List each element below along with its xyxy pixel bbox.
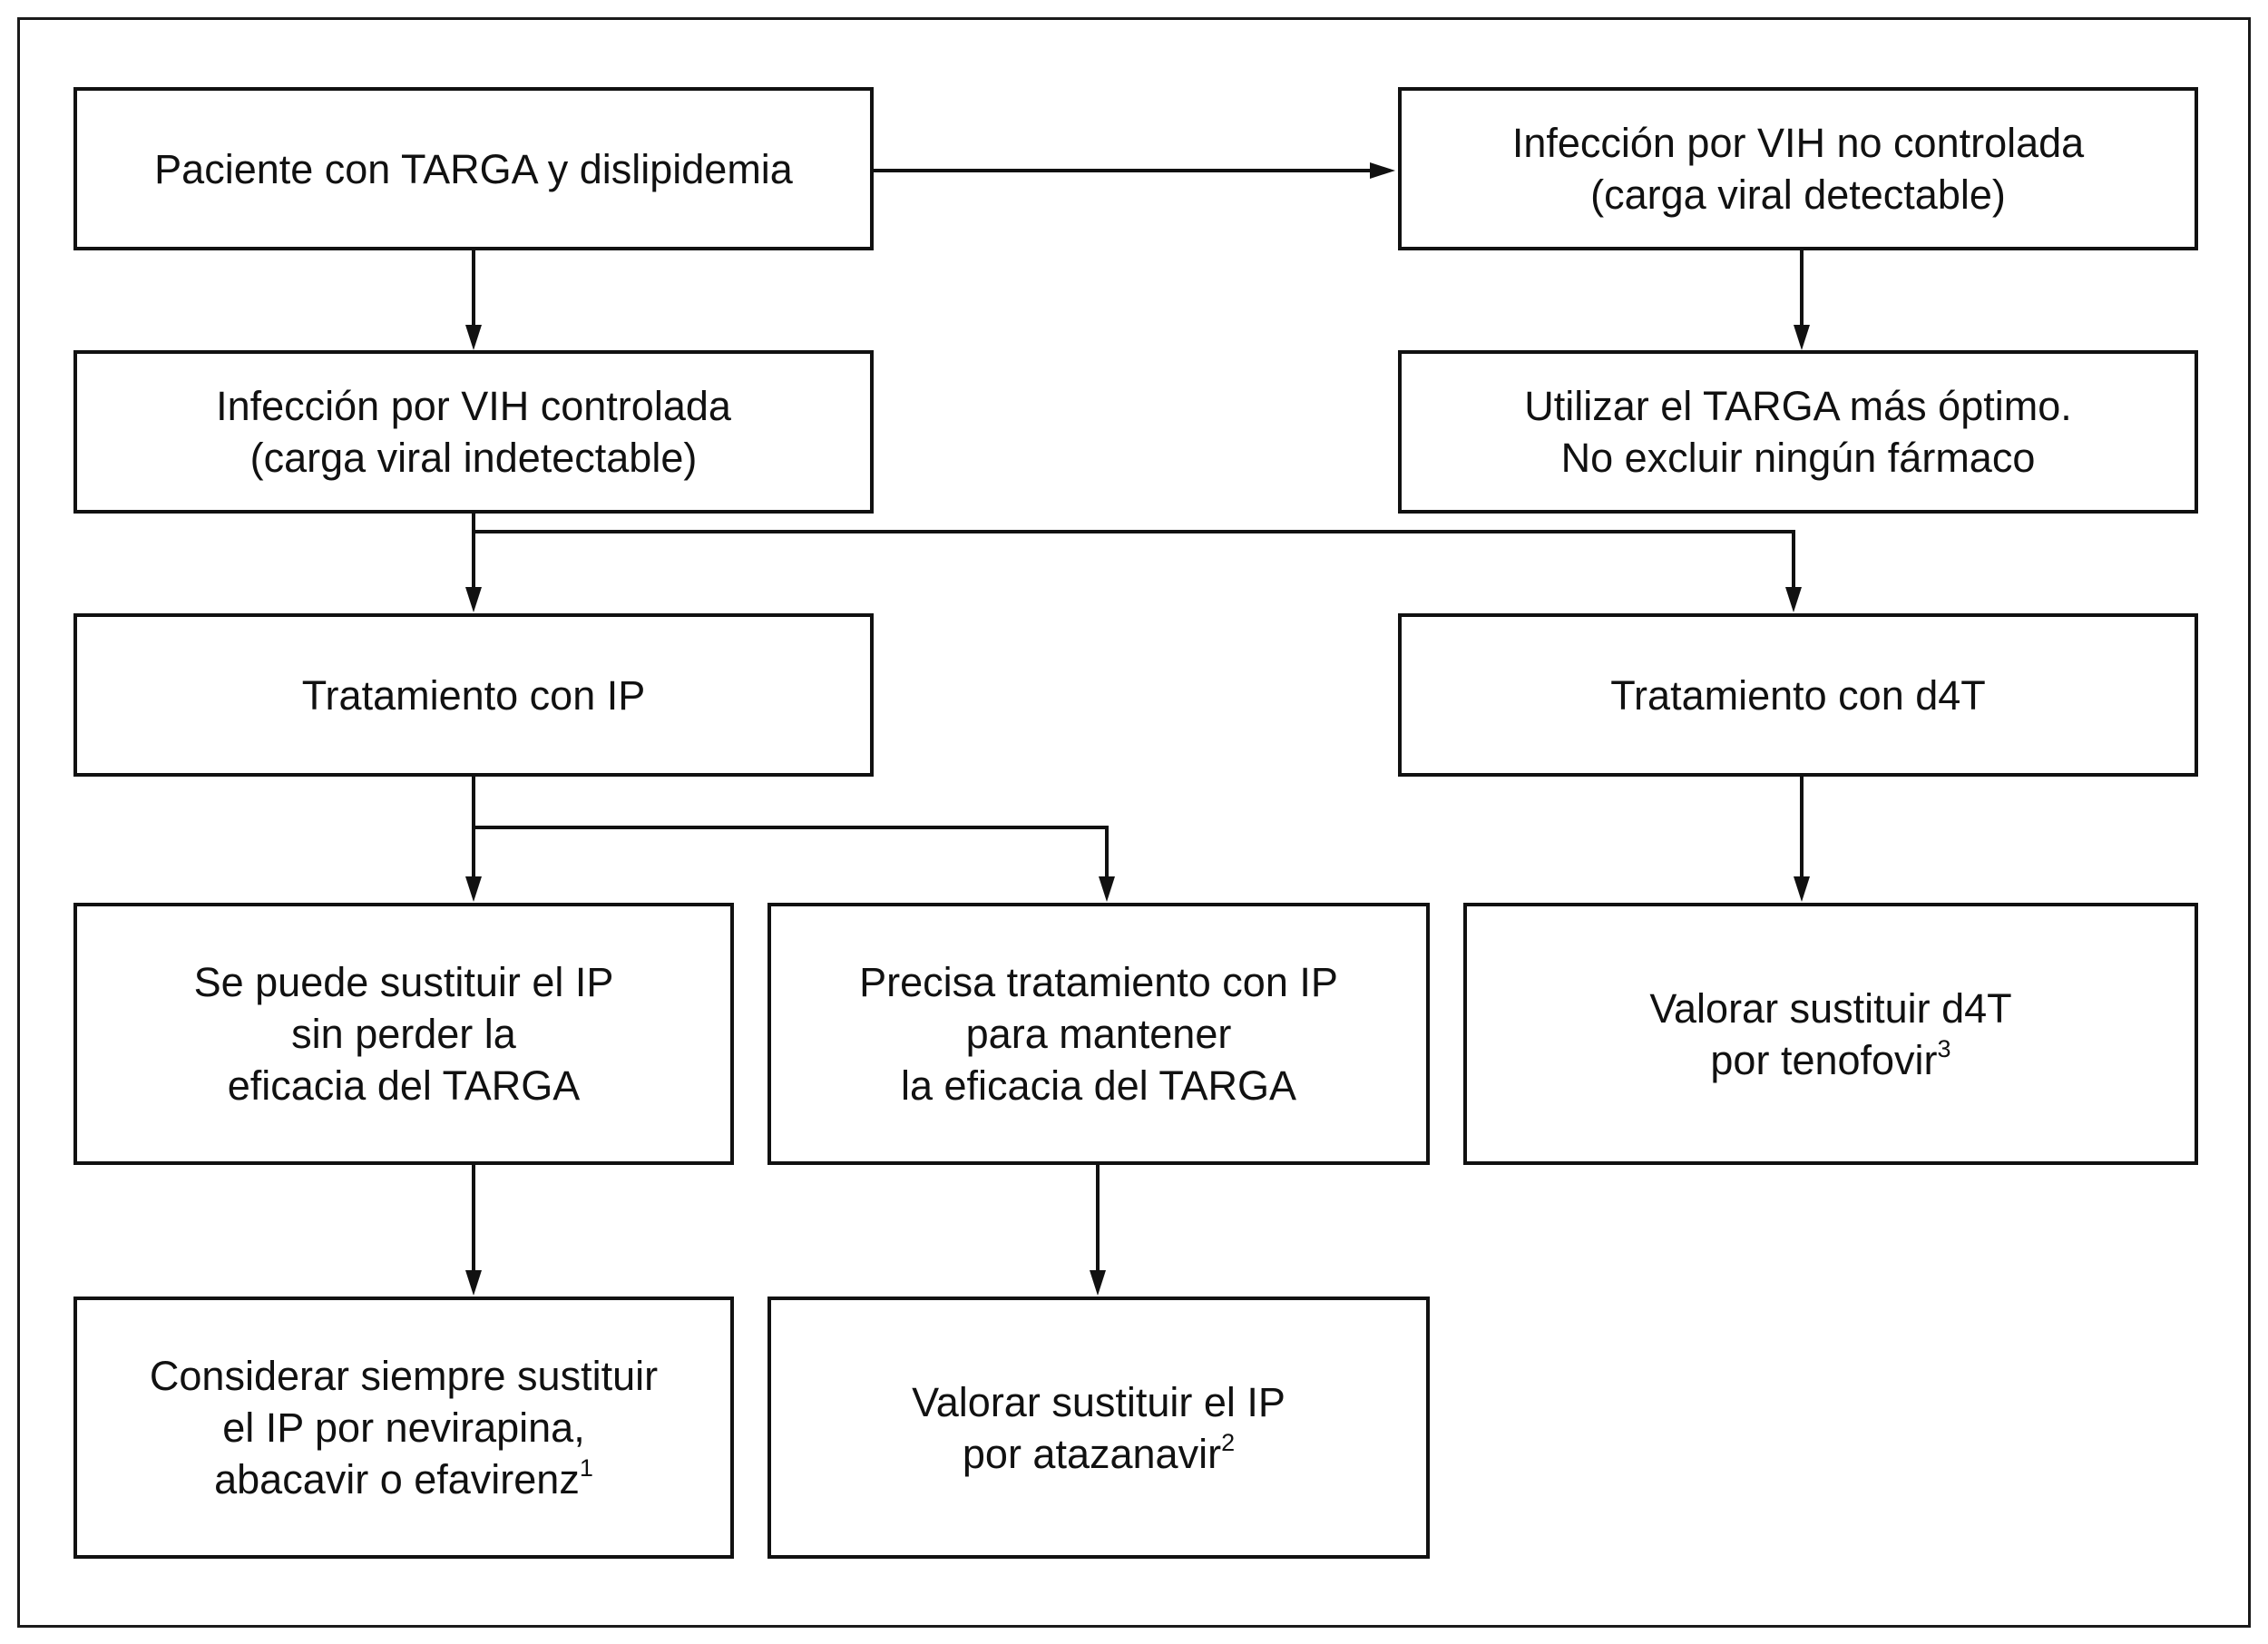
box-uncontrolled-infection: Infección por VIH no controlada (carga v… [1398, 87, 2198, 250]
arrowhead-tenofovir [1794, 876, 1810, 902]
box-uncontrolled-infection-text: Infección por VIH no controlada (carga v… [1511, 120, 2085, 218]
box-patient: Paciente con TARGA y dislipidemia [73, 87, 874, 250]
arrow-controlled-to-d4t [474, 530, 1795, 591]
box-optimal-targa-text: Utilizar el TARGA más óptimo. No excluir… [1524, 383, 2072, 481]
box-atazanavir: Valorar sustituir el IP por atazanavir2 [767, 1297, 1430, 1559]
box-ip-treatment: Tratamiento con IP [73, 613, 874, 777]
box-nevirapine: Considerar siempre sustituir el IP por n… [73, 1297, 734, 1559]
box-tenofovir: Valorar sustituir d4T por tenofovir3 [1463, 903, 2198, 1165]
footnote-1: 1 [579, 1454, 593, 1482]
box-d4t-treatment: Tratamiento con d4T [1398, 613, 2198, 777]
arrow-ip-to-needs-ip [474, 826, 1109, 880]
box-nevirapine-content: Considerar siempre sustituir el IP por n… [150, 1350, 658, 1505]
box-controlled-infection-text: Infección por VIH controlada (carga vira… [216, 383, 731, 481]
footnote-3: 3 [1937, 1034, 1951, 1062]
arrowhead-ip [465, 587, 482, 612]
box-tenofovir-text: Valorar sustituir d4T por tenofovir [1649, 984, 2012, 1083]
box-tenofovir-content: Valorar sustituir d4T por tenofovir3 [1649, 983, 2011, 1086]
box-atazanavir-content: Valorar sustituir el IP por atazanavir2 [912, 1376, 1286, 1480]
box-patient-text: Paciente con TARGA y dislipidemia [154, 145, 793, 192]
box-nevirapine-text: Considerar siempre sustituir el IP por n… [149, 1353, 659, 1502]
box-d4t-treatment-text: Tratamiento con d4T [1610, 671, 1986, 719]
arrowhead-nevirapine [465, 1270, 482, 1296]
arrowhead-uncontrolled [1370, 162, 1395, 179]
footnote-2: 2 [1221, 1428, 1236, 1456]
box-needs-ip: Precisa tratamiento con IP para mantener… [767, 903, 1430, 1165]
arrowhead-atazanavir [1090, 1270, 1106, 1296]
box-controlled-infection: Infección por VIH controlada (carga vira… [73, 350, 874, 514]
box-optimal-targa: Utilizar el TARGA más óptimo. No excluir… [1398, 350, 2198, 514]
box-can-replace-ip: Se puede sustituir el IP sin perder la e… [73, 903, 734, 1165]
box-can-replace-ip-text: Se puede sustituir el IP sin perder la e… [193, 959, 614, 1109]
box-ip-treatment-text: Tratamiento con IP [301, 671, 646, 719]
diagram-frame [17, 17, 2251, 1628]
arrowhead-controlled [465, 325, 482, 350]
arrowhead-can-replace [465, 876, 482, 902]
arrowhead-needs-ip [1099, 876, 1115, 902]
arrowhead-optimal [1794, 325, 1810, 350]
box-needs-ip-text: Precisa tratamiento con IP para mantener… [859, 959, 1338, 1109]
box-atazanavir-text: Valorar sustituir el IP por atazanavir [912, 1378, 1286, 1477]
arrowhead-d4t [1785, 587, 1802, 612]
